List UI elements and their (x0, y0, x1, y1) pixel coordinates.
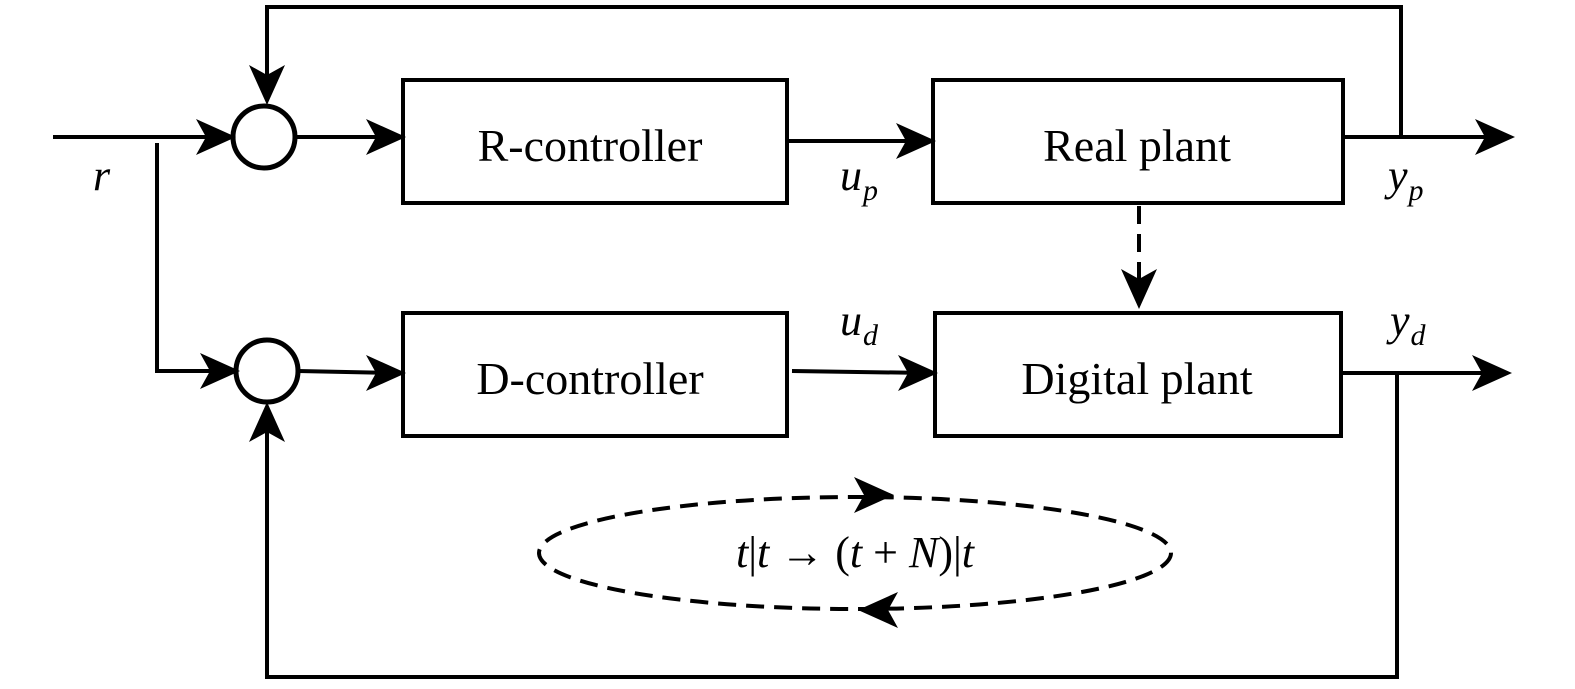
arrowhead-upper-feedback (249, 65, 285, 105)
up-base: u (840, 151, 862, 200)
ud-signal-line (791, 369, 929, 375)
yp-subscript: p (1407, 174, 1424, 207)
ud-subscript: d (863, 319, 879, 352)
lower-summing-junction (233, 337, 301, 405)
real-plant-label: Real plant (1043, 120, 1231, 171)
arrowhead-yp-output (1475, 119, 1515, 155)
arrowhead-into-upper-sum (196, 119, 236, 155)
d-controller-block (401, 311, 789, 438)
prediction-horizon-ellipse (537, 495, 1173, 611)
real-plant-block (931, 78, 1345, 205)
yd-subscript: d (1411, 319, 1427, 352)
arrowhead-into-real-plant (896, 123, 936, 159)
upper-feedback-line (265, 5, 1403, 137)
arrowhead-into-lower-sum (200, 353, 240, 389)
d-controller-label: D-controller (476, 353, 703, 404)
up-subscript: p (861, 174, 878, 207)
ud-base: u (840, 296, 862, 345)
reference-branch-line (155, 143, 230, 373)
yd-base: y (1386, 296, 1410, 345)
reference-signal-label: r (93, 151, 111, 200)
prediction-horizon-label: t|t → (t + N)|t (736, 528, 976, 577)
yd-signal-label: yd (1386, 296, 1427, 352)
lower-feedback-line (265, 373, 1399, 679)
arrowhead-into-r-controller (366, 119, 406, 155)
arrowhead-into-digital-plant (898, 355, 938, 391)
arrowhead-horizon-backward (858, 592, 898, 628)
digital-plant-label: Digital plant (1021, 353, 1252, 404)
arrowhead-horizon-forward (854, 477, 894, 513)
r-controller-label: R-controller (478, 120, 703, 171)
arrowhead-into-digital-plant-dashed (1121, 269, 1157, 309)
arrowhead-lower-feedback (249, 402, 285, 442)
yp-signal-label: yp (1384, 151, 1424, 207)
upper-summing-junction (230, 103, 298, 171)
yp-base: y (1384, 151, 1408, 200)
arrowhead-into-d-controller (366, 355, 406, 391)
r-controller-block (401, 78, 789, 205)
arrowhead-yd-output (1472, 355, 1512, 391)
ud-signal-label: ud (840, 296, 879, 352)
up-signal-label: up (840, 151, 878, 207)
